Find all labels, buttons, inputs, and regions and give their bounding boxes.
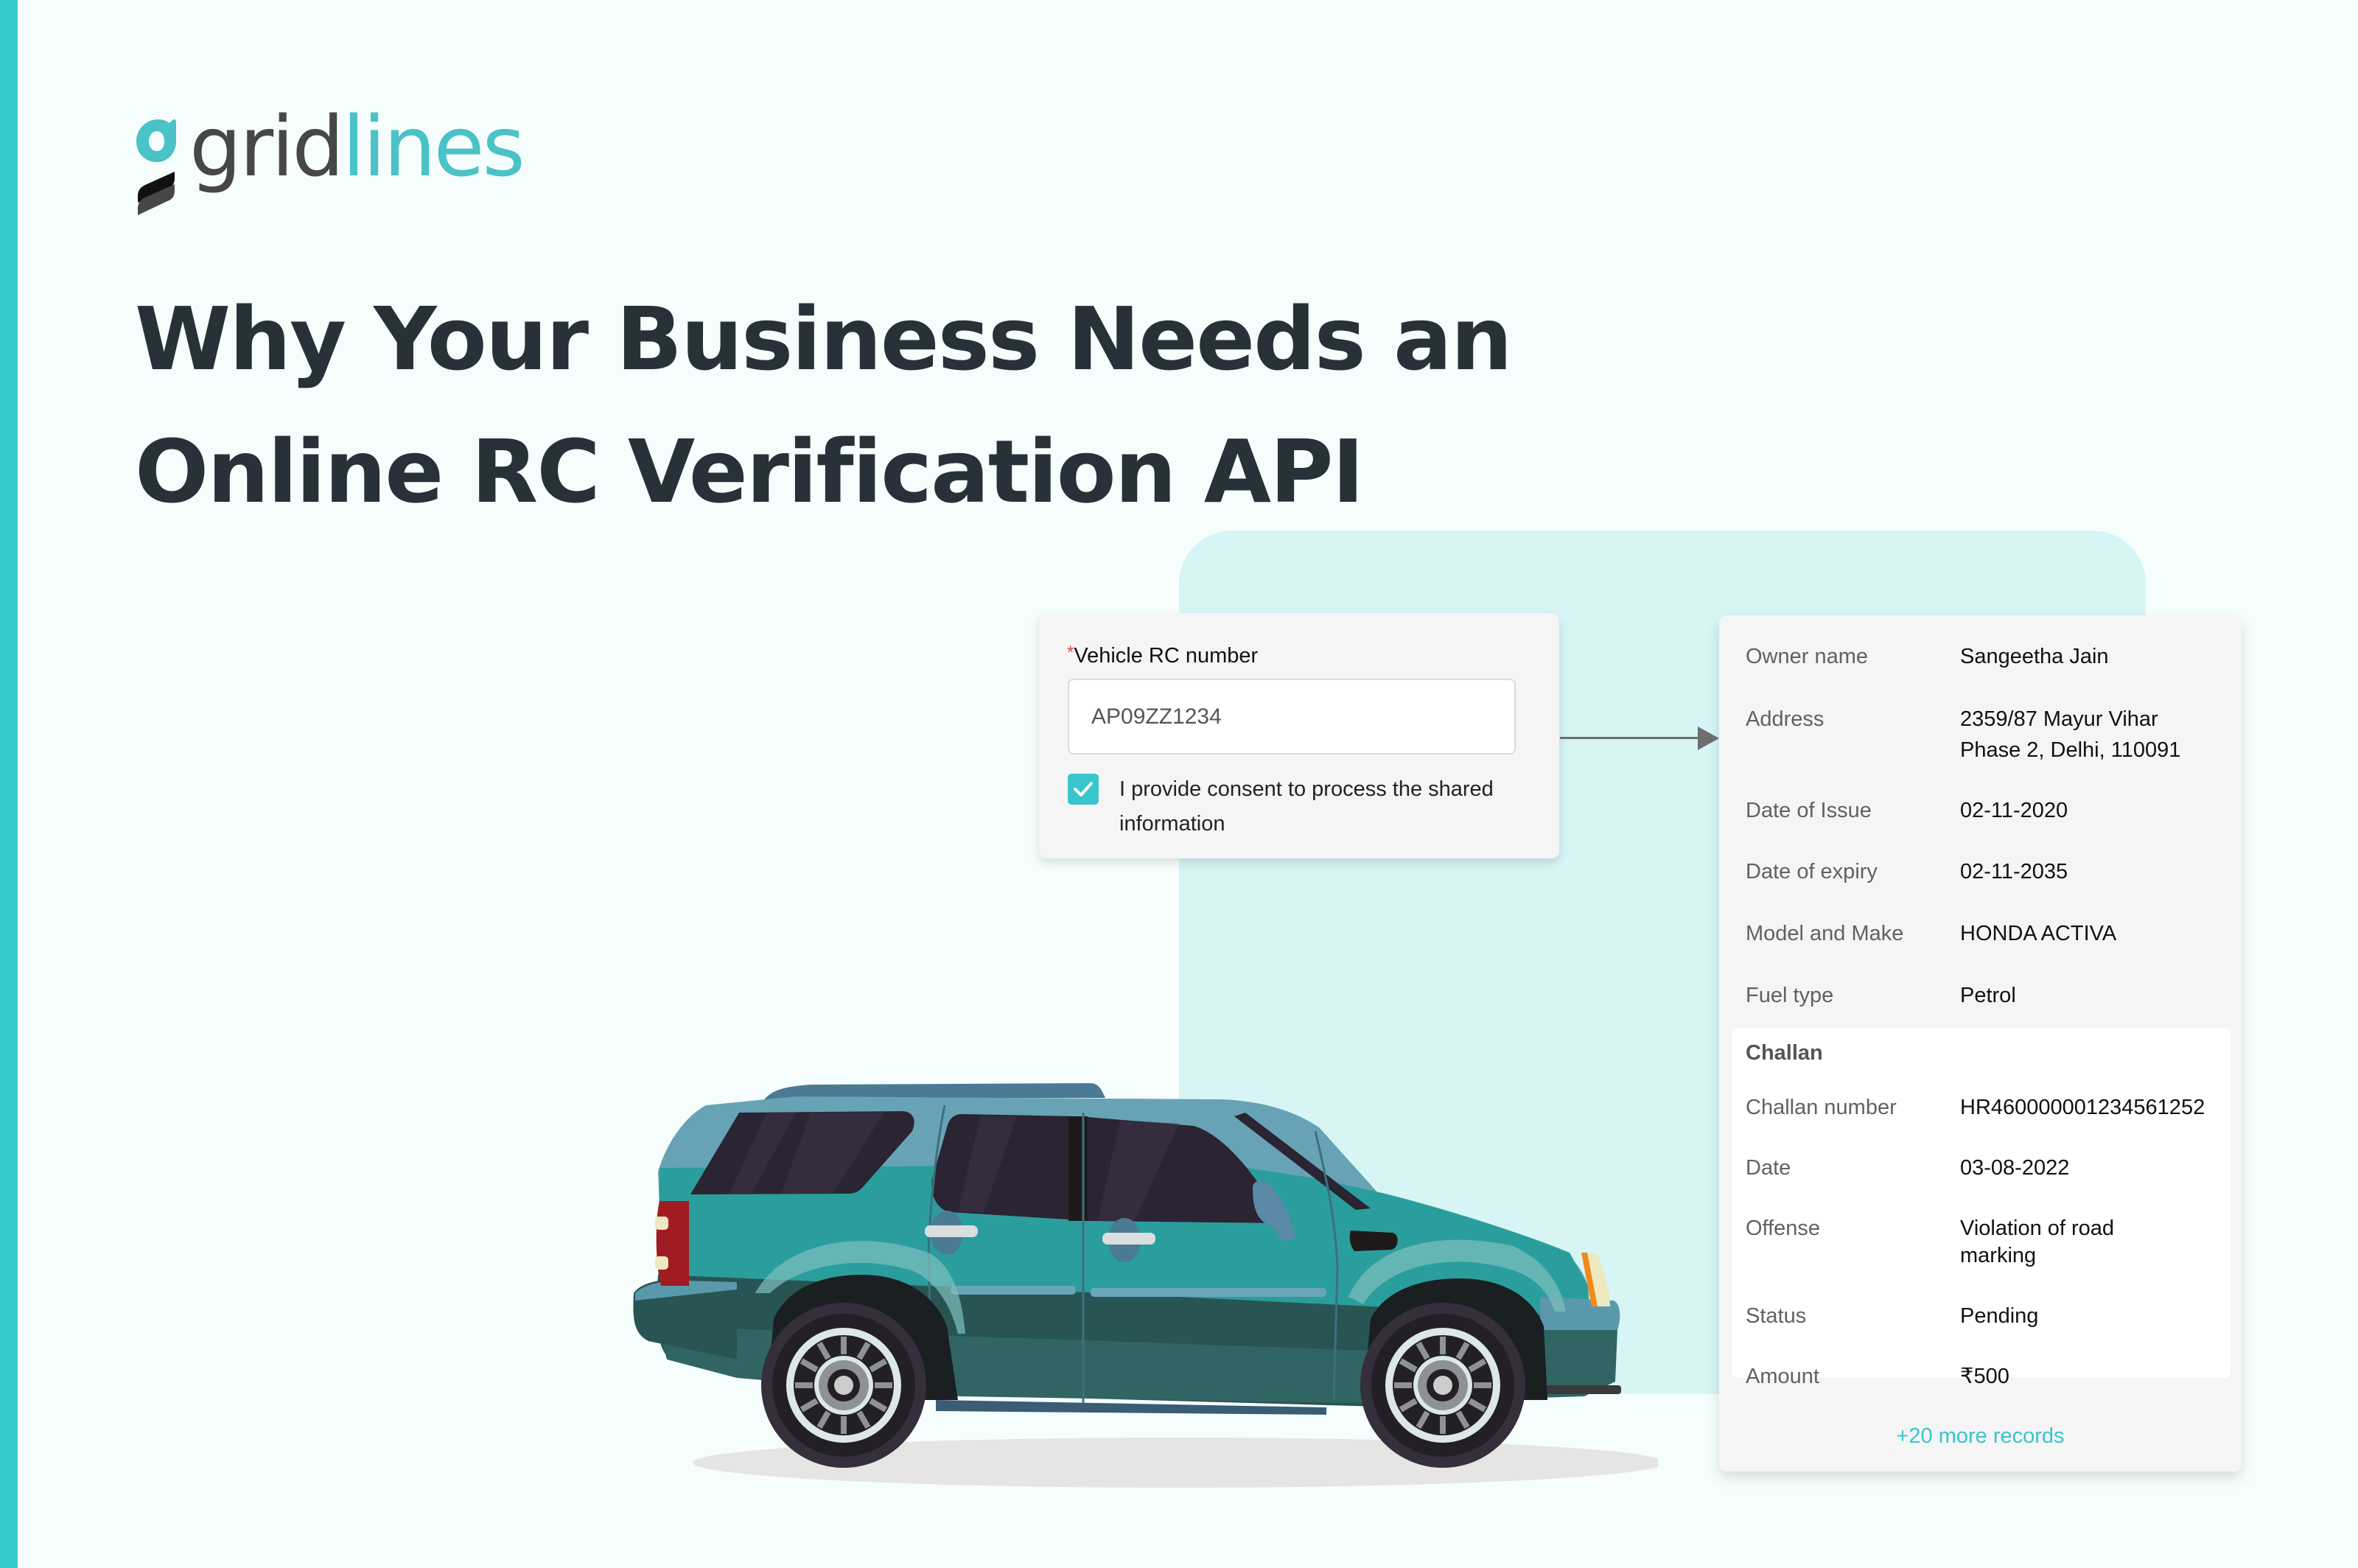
logo-mark-icon xyxy=(136,119,176,215)
row-label: Fuel type xyxy=(1746,984,1834,1007)
row-label: Amount xyxy=(1746,1365,1819,1388)
row-value: HONDA ACTIVA xyxy=(1960,922,2117,945)
row-label: Date xyxy=(1746,1156,1791,1180)
challan-title: Challan xyxy=(1746,1041,1823,1065)
required-marker: * xyxy=(1067,643,1074,662)
flow-arrow-line xyxy=(1560,737,1701,739)
rc-result-card: Owner name Sangeetha Jain Address 2359/8… xyxy=(1719,615,2242,1471)
row-value: Pending xyxy=(1960,1304,2039,1328)
row-label: Status xyxy=(1746,1304,1807,1328)
logo-lines-text: lines xyxy=(342,99,525,195)
row-value: Sangeetha Jain xyxy=(1960,645,2109,668)
logo-grid-text: grid xyxy=(189,99,344,195)
more-records-link[interactable]: +20 more records xyxy=(1896,1424,2065,1448)
rc-input-card: *Vehicle RC number I provide consent to … xyxy=(1039,613,1559,858)
row-label: Model and Make xyxy=(1746,922,1904,945)
page-title: Why Your Business Needs an Online RC Ver… xyxy=(135,273,1535,538)
row-label: Address xyxy=(1746,707,1825,731)
logo-wordmark: gridlines xyxy=(189,106,525,189)
row-label: Date of expiry xyxy=(1746,860,1878,883)
consent-checkbox[interactable] xyxy=(1068,774,1099,805)
row-value: Violation of road marking xyxy=(1960,1217,2115,1267)
rc-number-input[interactable] xyxy=(1068,679,1516,755)
row-value: ₹500 xyxy=(1960,1365,2009,1388)
row-label: Date of Issue xyxy=(1746,799,1872,822)
row-value: 02-11-2035 xyxy=(1960,860,2068,883)
row-value: 2359/87 Mayur Vihar Phase 2, Delhi, 1100… xyxy=(1960,707,2181,762)
row-label: Offense xyxy=(1746,1217,1821,1240)
row-value: 03-08-2022 xyxy=(1960,1156,2070,1180)
challan-section: Challan Challan number HR460000001234561… xyxy=(1732,1028,2231,1388)
suv-car-illustration xyxy=(633,1083,1658,1488)
row-label: Challan number xyxy=(1746,1096,1897,1119)
gridlines-logo: gridlines xyxy=(135,106,525,220)
arrow-right-icon xyxy=(1698,727,1719,750)
accent-stripe xyxy=(0,0,18,1568)
row-value: 02-11-2020 xyxy=(1960,799,2068,822)
consent-text: I provide consent to process the shared … xyxy=(1119,777,1494,836)
check-icon xyxy=(1074,782,1093,797)
row-label: Owner name xyxy=(1746,645,1869,668)
row-value: Petrol xyxy=(1960,984,2016,1007)
title-line-1: Why Your Business Needs an xyxy=(135,288,1513,390)
title-line-2: Online RC Verification API xyxy=(135,421,1365,522)
rc-number-label: *Vehicle RC number xyxy=(1067,643,1259,668)
row-value: HR460000001234561252 xyxy=(1960,1096,2205,1119)
